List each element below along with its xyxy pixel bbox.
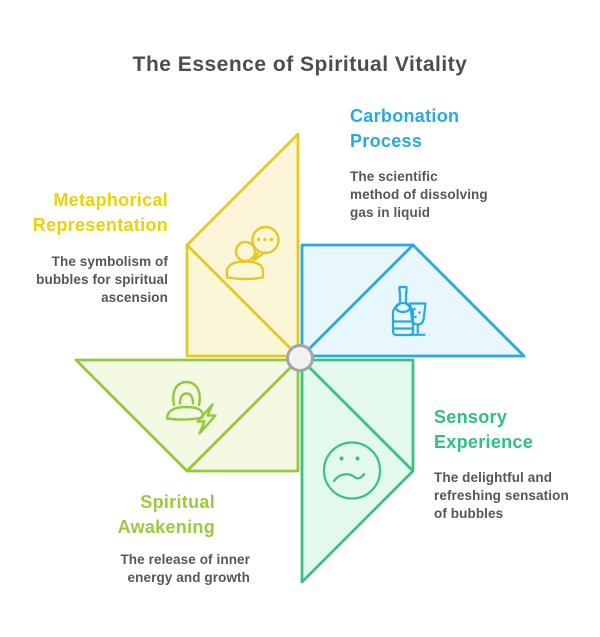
body-line: method of dissolving [350, 187, 488, 202]
blade-metaphorical [185, 132, 300, 358]
heading-line: Representation [32, 215, 168, 235]
heading-line: Process [350, 131, 423, 151]
heading-line: Experience [434, 432, 534, 452]
section-description: The delightful and refreshing sensation … [434, 469, 594, 523]
body-line: refreshing sensation [434, 488, 569, 503]
body-line: The scientific [350, 169, 438, 184]
heading-line: Sensory [434, 407, 508, 427]
body-line: of bubbles [434, 506, 504, 521]
section-heading: Sensory Experience [434, 405, 594, 455]
pinwheel-hub [286, 344, 314, 372]
section-heading: Carbonation Process [350, 104, 520, 154]
blade-sensory [300, 358, 415, 584]
section-carbonation-process: Carbonation Process The scientific metho… [350, 104, 520, 222]
section-spiritual-awakening: Spiritual Awakening The release of inner… [60, 490, 250, 587]
section-description: The scientific method of dissolving gas … [350, 168, 520, 222]
person-speech-bubble-icon [225, 225, 280, 281]
heading-line: Spiritual [140, 492, 215, 512]
section-description: The symbolism of bubbles for spiritual a… [18, 253, 168, 307]
sad-face-icon [322, 441, 382, 500]
section-description: The release of inner energy and growth [60, 551, 250, 587]
heading-line: Awakening [117, 517, 215, 537]
section-heading: Spiritual Awakening [60, 490, 215, 540]
body-line: The release of inner [120, 552, 250, 567]
section-heading: Metaphorical Representation [18, 188, 168, 238]
section-metaphorical-representation: Metaphorical Representation The symbolis… [18, 188, 168, 307]
person-lightning-bolt-icon [165, 380, 217, 435]
body-line: gas in liquid [350, 205, 431, 220]
blade-spiritual [74, 358, 300, 473]
page-title: The Essence of Spiritual Vitality [132, 53, 468, 76]
heading-line: Metaphorical [53, 190, 168, 210]
body-line: bubbles for spiritual [36, 272, 168, 287]
body-line: The symbolism of [51, 254, 168, 269]
body-line: ascension [101, 290, 168, 305]
section-sensory-experience: Sensory Experience The delightful and re… [434, 405, 594, 523]
body-line: The delightful and [434, 470, 553, 485]
body-line: energy and growth [127, 570, 250, 585]
blade-carbonation [300, 243, 526, 358]
heading-line: Carbonation [350, 106, 460, 126]
champagne-bottle-glass-icon [391, 285, 427, 337]
